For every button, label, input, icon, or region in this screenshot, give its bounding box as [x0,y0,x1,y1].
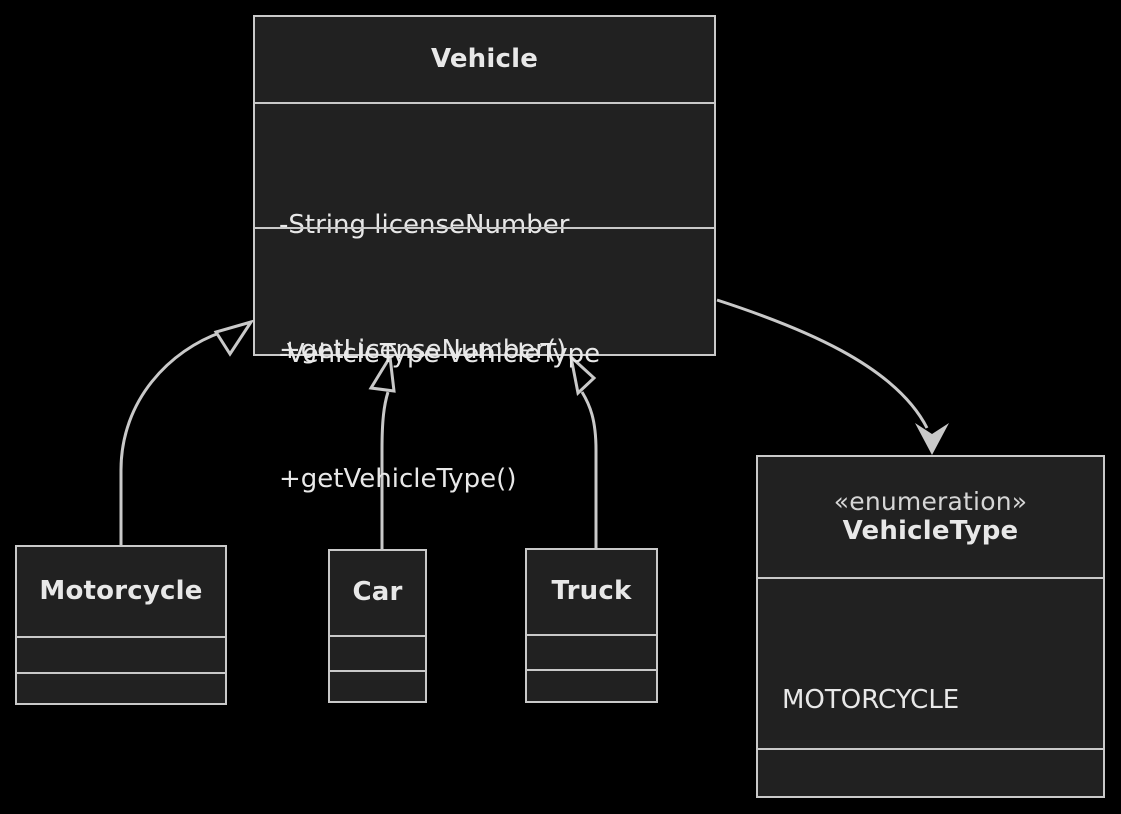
motorcycle-title-compartment: Motorcycle [17,547,225,636]
edge-line-dependency [716,298,929,429]
class-name-truck: Truck [551,576,632,607]
vehicle-title-compartment: Vehicle [255,17,714,102]
truck-title-compartment: Truck [527,550,656,634]
car-attributes-compartment [330,635,425,670]
empty-attribute-list [330,637,425,670]
vehicletype-operations-compartment [758,748,1103,796]
class-name-motorcycle: Motorcycle [39,575,203,606]
empty-operation-list [758,750,1103,796]
vehicle-operation-list: +getLicenseNumber() +getVehicleType() [255,229,714,587]
empty-attribute-list [17,638,225,672]
vehicletype-literal-list: MOTORCYCLE CAR TRUCK [758,579,1103,814]
vehicletype-literals-compartment: MOTORCYCLE CAR TRUCK [758,577,1103,748]
vehicle-operations-compartment: +getLicenseNumber() +getVehicleType() [255,227,714,494]
empty-attribute-list [527,636,656,669]
class-box-car[interactable]: Car [328,549,427,703]
literal-item: CAR [782,808,1103,814]
stereotype-label: «enumeration» [833,486,1028,516]
truck-attributes-compartment [527,634,656,669]
enumeration-name: VehicleType [842,516,1019,547]
class-box-vehicle[interactable]: Vehicle -String licenseNumber -VehicleTy… [253,15,716,494]
empty-operation-list [330,672,425,701]
edge-vehicle-uses-vehicletype [716,298,949,455]
enumeration-header: «enumeration» VehicleType [758,457,1103,577]
class-box-truck[interactable]: Truck [525,548,658,703]
enumeration-box-vehicletype[interactable]: «enumeration» VehicleType MOTORCYCLE CAR… [756,455,1105,798]
class-box-motorcycle[interactable]: Motorcycle [15,545,227,705]
empty-operation-list [17,674,225,703]
edge-line-motorcycle [119,330,223,545]
hollow-triangle-motorcycle [213,319,255,357]
car-operations-compartment [330,670,425,701]
car-title-compartment: Car [330,551,425,635]
vehicle-attributes-compartment: -String licenseNumber -VehicleType vehic… [255,102,714,369]
edge-motorcycle-inherits-vehicle [119,319,255,545]
motorcycle-operations-compartment [17,672,225,703]
operation-item: +getVehicleType() [279,464,517,494]
class-name-vehicle: Vehicle [430,43,539,74]
attribute-item: -String licenseNumber [279,210,570,240]
operation-item: +getLicenseNumber() [279,335,567,365]
class-name-car: Car [352,577,403,608]
truck-operations-compartment [527,669,656,701]
motorcycle-attributes-compartment [17,636,225,672]
empty-operation-list [527,671,656,701]
solid-arrowhead-vehicletype [915,423,949,455]
vehicletype-title-compartment: «enumeration» VehicleType [758,457,1103,577]
literal-item: MOTORCYCLE [782,685,960,715]
